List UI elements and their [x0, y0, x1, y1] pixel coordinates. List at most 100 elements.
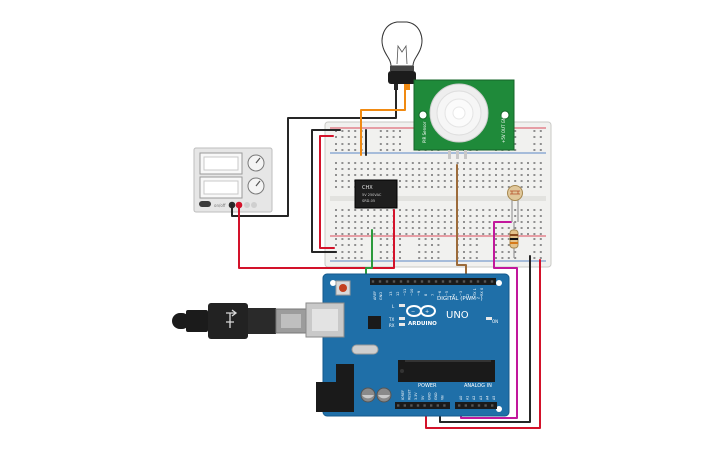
header-pin: [392, 280, 396, 283]
breadboard-hole: [379, 130, 382, 132]
digital-pin-label: ~11: [403, 289, 407, 296]
breadboard-hole: [463, 174, 465, 176]
breadboard-hole: [533, 221, 536, 223]
header-pin: [397, 404, 400, 407]
breadboard-hole: [341, 257, 344, 259]
breadboard-hole: [533, 244, 536, 246]
wire-rail-red-left[interactable]: [319, 135, 335, 249]
breadboard-hole: [418, 186, 421, 188]
breadboard-hole: [386, 174, 389, 176]
breadboard-hole: [347, 168, 350, 170]
breadboard-hole: [469, 244, 472, 246]
power-pin-label: GND: [434, 392, 438, 400]
breadboard-hole: [475, 221, 478, 223]
breadboard-hole: [335, 244, 337, 246]
breadboard-hole: [495, 244, 497, 246]
breadboard-hole: [475, 186, 478, 188]
digital-pin-label: 13: [389, 292, 393, 296]
breadboard-hole: [514, 209, 517, 211]
breadboard-hole: [533, 186, 536, 188]
wire-ldr-analog[interactable]: [460, 221, 518, 419]
resistor[interactable]: [509, 222, 519, 258]
light-bulb-icon[interactable]: [381, 21, 423, 90]
breadboard-hole: [527, 215, 529, 217]
breadboard-hole: [418, 209, 421, 211]
current-knob[interactable]: [247, 177, 265, 195]
breadboard-hole: [411, 168, 414, 170]
digital-header[interactable]: [370, 278, 496, 285]
led-on-label: ON: [492, 319, 498, 324]
relay[interactable]: CHX 5V 250VAC SRD-05: [354, 179, 398, 209]
breadboard-hole: [418, 257, 421, 259]
power-button-label: on/off: [214, 203, 226, 208]
breadboard-hole: [418, 168, 421, 170]
breadboard-hole: [347, 238, 350, 240]
breadboard-hole: [399, 244, 401, 246]
breadboard-hole: [527, 227, 529, 229]
breadboard-hole: [360, 227, 363, 229]
analog-pin-label: A1: [466, 396, 470, 400]
power-header[interactable]: [395, 402, 450, 409]
power-header-label: POWER: [418, 383, 437, 389]
breadboard-hole: [431, 221, 433, 223]
breadboard-hole: [386, 136, 389, 138]
wire-psu-negative[interactable]: [231, 82, 397, 217]
breadboard-hole: [533, 227, 536, 229]
wire-rail-black-left[interactable]: [311, 129, 341, 253]
pir-sensor[interactable]: PIR Sensor +5V OUT GND: [413, 79, 515, 159]
analog-header[interactable]: [455, 402, 497, 409]
breadboard-hole: [463, 215, 465, 217]
breadboard-hole: [539, 136, 542, 138]
breadboard-hole: [469, 168, 472, 170]
breadboard-hole: [424, 244, 427, 246]
wire-bulb-to-relay[interactable]: [360, 83, 406, 156]
digital-header-label: DIGITAL (PWM~): [437, 296, 483, 302]
breadboard-hole: [354, 215, 357, 217]
breadboard-hole: [373, 221, 376, 223]
breadboard-hole: [418, 251, 421, 253]
power-supply[interactable]: on/off: [193, 147, 273, 213]
breadboard-hole: [354, 136, 357, 138]
breadboard-hole: [475, 251, 478, 253]
breadboard-hole: [475, 238, 478, 240]
breadboard-hole: [347, 221, 350, 223]
breadboard-hole: [360, 162, 363, 164]
voltage-knob[interactable]: [247, 154, 265, 172]
breadboard-hole: [341, 162, 344, 164]
breadboard-hole: [539, 186, 542, 188]
breadboard-hole: [507, 244, 510, 246]
breadboard-hole: [514, 251, 517, 253]
breadboard-hole: [424, 215, 427, 217]
breadboard-hole: [507, 257, 510, 259]
header-pin: [427, 280, 431, 283]
svg-text:−: −: [411, 309, 415, 315]
header-pin: [423, 404, 426, 407]
header-pin: [490, 280, 494, 283]
breadboard-hole: [527, 233, 529, 235]
breadboard-hole: [539, 244, 542, 246]
breadboard-hole: [482, 215, 485, 217]
breadboard-hole: [463, 221, 465, 223]
photoresistor[interactable]: [507, 185, 523, 223]
wire-psu-positive[interactable]: [238, 204, 395, 269]
breadboard-hole: [341, 174, 344, 176]
breadboard-hole: [418, 227, 421, 229]
breadboard-hole: [520, 209, 523, 211]
breadboard-hole: [354, 174, 357, 176]
breadboard-hole: [501, 162, 504, 164]
breadboard-hole: [431, 238, 433, 240]
digital-pin-label: ~5: [445, 291, 449, 296]
breadboard-hole: [469, 180, 472, 182]
header-pin: [483, 280, 487, 283]
breadboard-hole: [341, 215, 344, 217]
breadboard-hole: [475, 227, 478, 229]
breadboard-hole: [405, 168, 408, 170]
pir-left-label: PIR Sensor: [422, 121, 427, 143]
breadboard-hole: [341, 130, 344, 132]
breadboard-hole: [469, 257, 472, 259]
power-button[interactable]: [199, 201, 211, 207]
breadboard-hole: [533, 251, 536, 253]
header-pin: [458, 404, 461, 407]
